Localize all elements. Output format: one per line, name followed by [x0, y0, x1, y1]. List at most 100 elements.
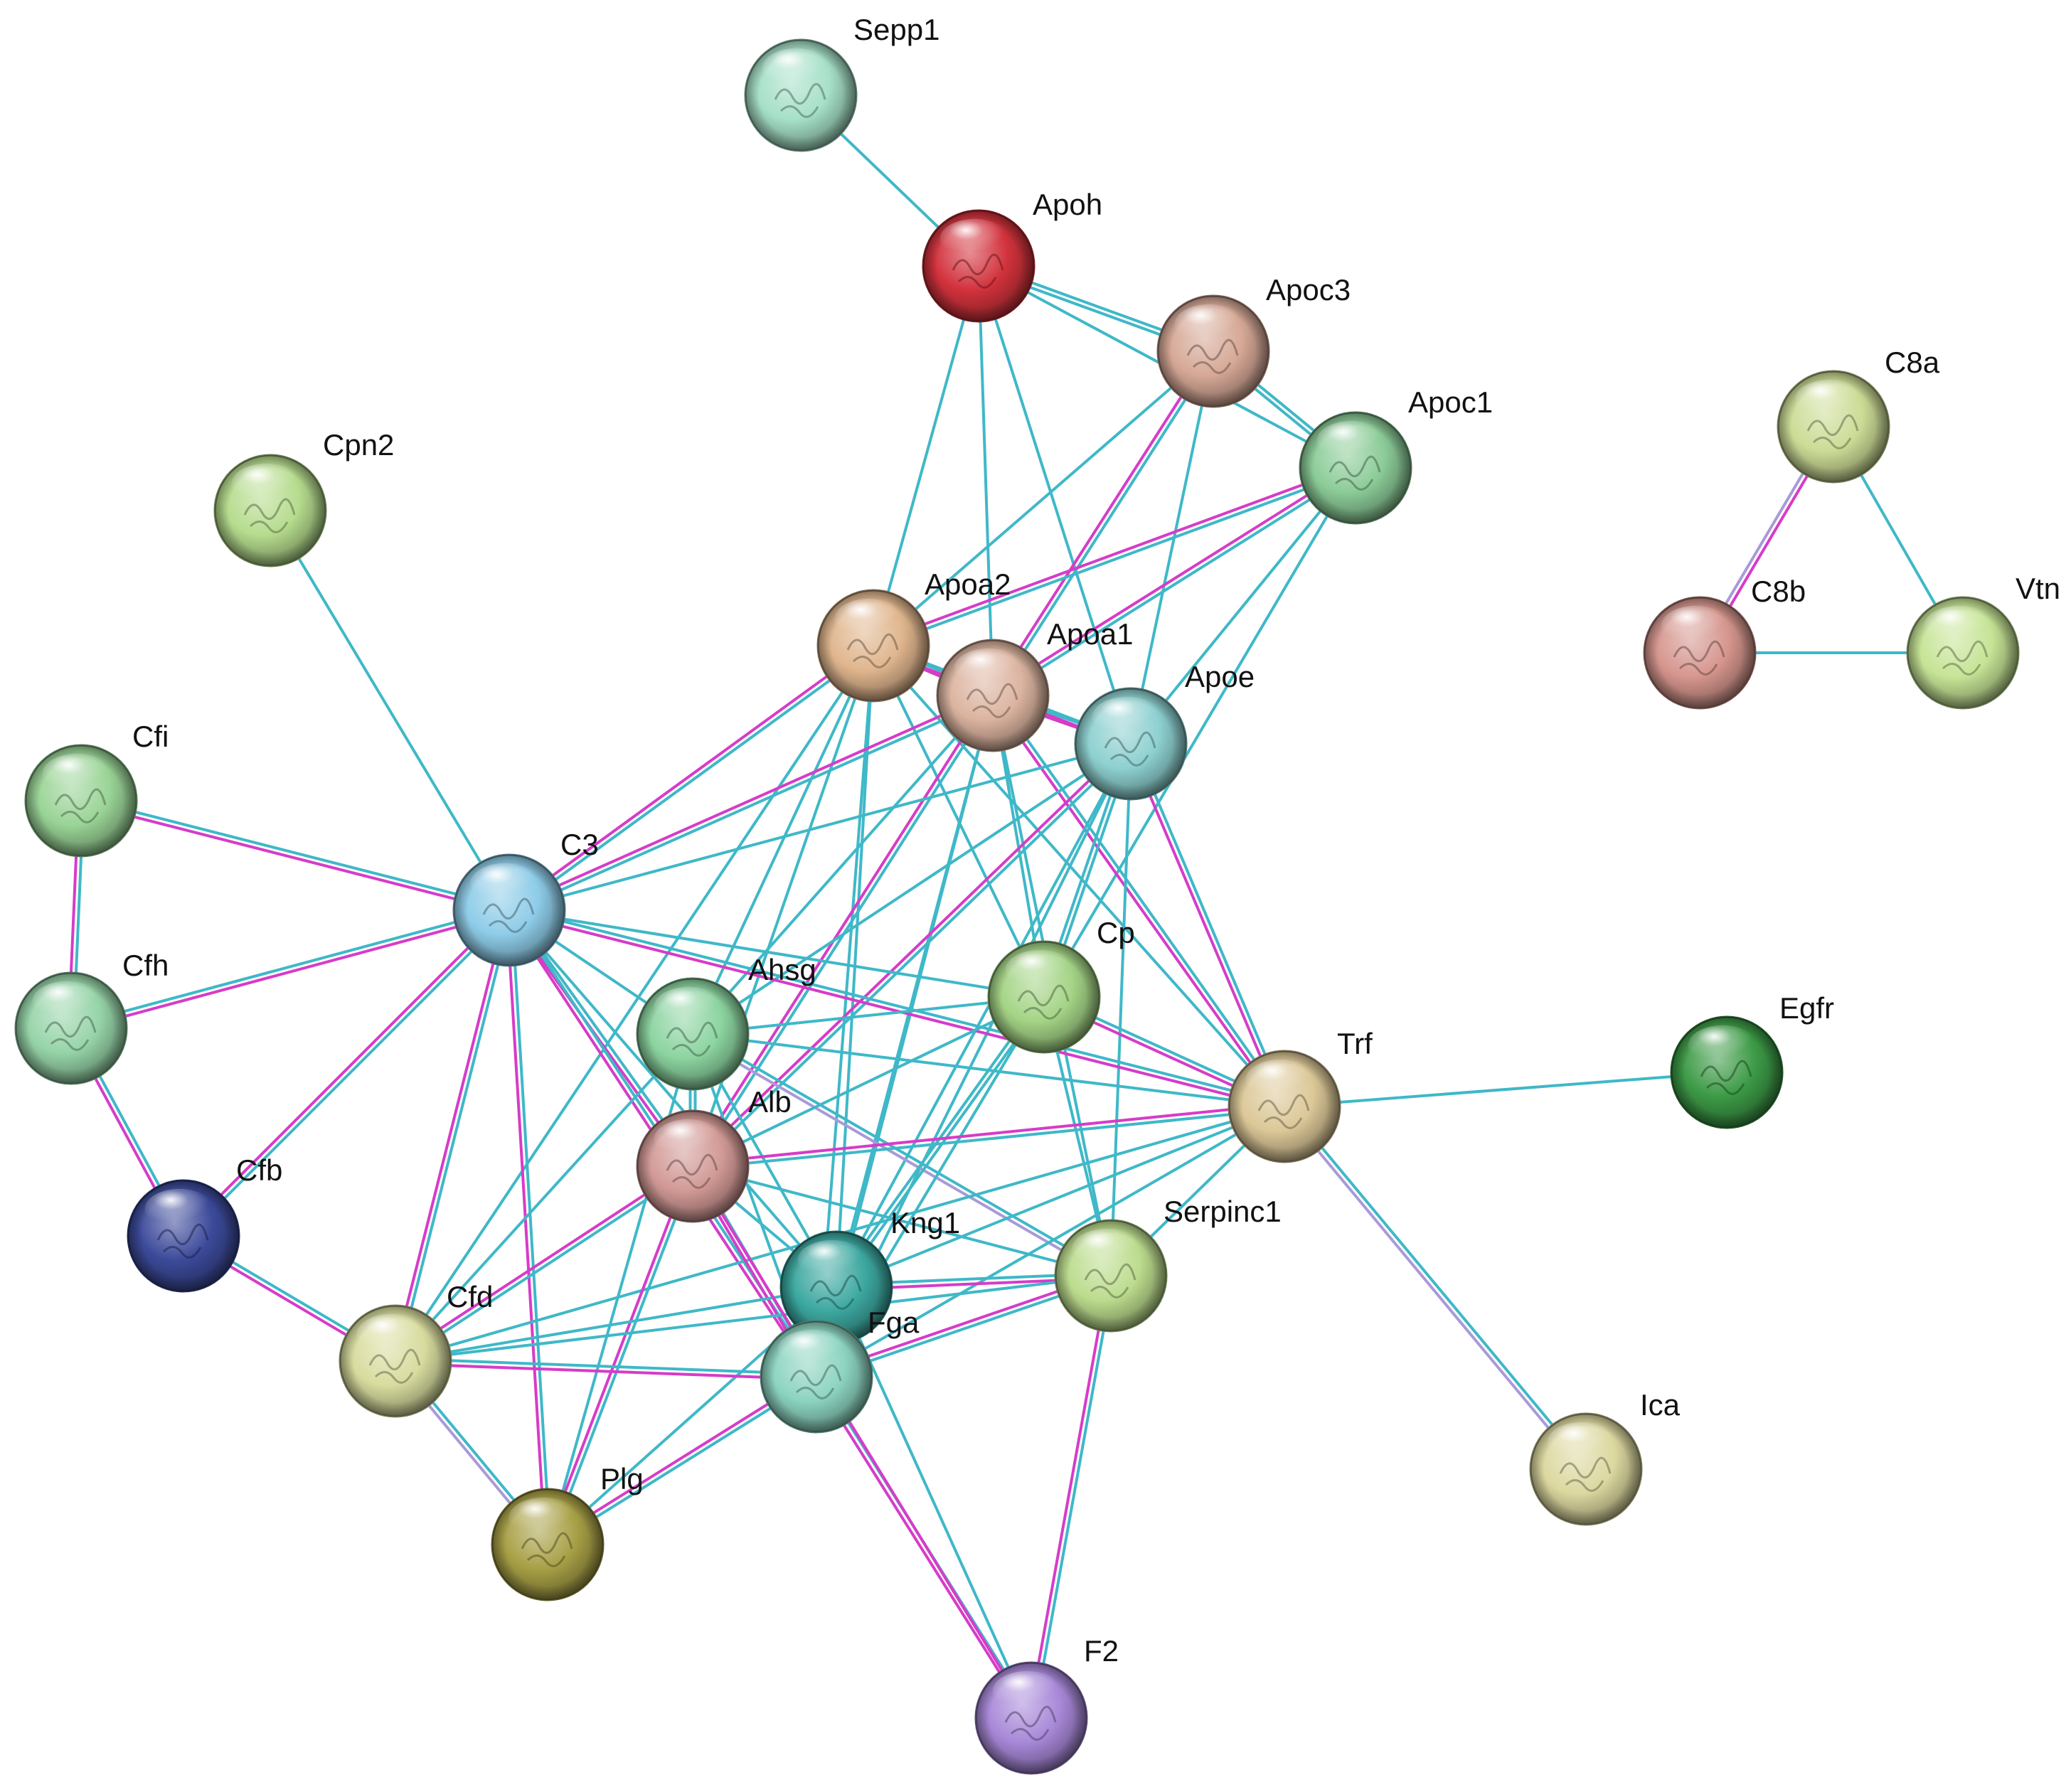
node-apoa2[interactable]: Apoa2: [816, 567, 1011, 703]
edge-line-cyan: [1032, 1274, 1115, 1720]
edge-line-cyan: [548, 1166, 697, 1547]
edge-line-cyan: [509, 646, 877, 914]
node-vtn[interactable]: Vtn: [1906, 572, 2060, 710]
edge-line-cyan: [508, 909, 838, 1289]
edge-trf-ica: [1281, 1103, 1590, 1473]
node-c3[interactable]: C3: [452, 828, 599, 967]
edge-line-cyan: [691, 996, 1045, 1168]
edge-line-cyan: [1129, 350, 1215, 745]
node-plg[interactable]: Plg: [491, 1462, 644, 1601]
edge-cp-alb: [691, 996, 1045, 1168]
node-apoc1[interactable]: Apoc1: [1299, 385, 1493, 525]
edge-apoc3-apoe: [1129, 350, 1215, 745]
edge-alb-serpinc1: [691, 1165, 1112, 1277]
edge-line-cyan: [691, 996, 1045, 1035]
edge-apoa1-trf: [989, 692, 1288, 1110]
node-cp[interactable]: Cp: [987, 916, 1135, 1054]
edge-line-cyan: [993, 692, 1288, 1106]
node-label-c8b: C8b: [1751, 575, 1806, 608]
node-highlight: [1245, 1059, 1315, 1100]
edge-line-cyan: [396, 909, 513, 1363]
node-highlight: [1547, 1422, 1617, 1463]
node-c8a[interactable]: C8a: [1777, 346, 1940, 484]
edge-cfh-c3: [69, 906, 511, 1033]
edge-ahsg-serpinc1: [690, 1030, 1114, 1280]
node-cfd[interactable]: Cfd: [339, 1280, 493, 1418]
node-apoe[interactable]: Apoe: [1074, 660, 1255, 801]
node-highlight: [762, 48, 831, 89]
edge-c3-cp: [508, 909, 1045, 998]
edge-line-cyan: [693, 744, 1134, 1170]
node-label-cfi: Cfi: [132, 720, 169, 753]
node-kng1[interactable]: Kng1: [779, 1206, 960, 1344]
edge-line-magenta: [391, 908, 509, 1362]
node-label-c3: C3: [560, 828, 599, 861]
edge-serpinc1-cfd: [394, 1274, 1112, 1362]
node-highlight: [1661, 605, 1730, 646]
edge-line-cyan: [1043, 466, 1357, 998]
edge-line-cyan: [835, 1105, 1286, 1289]
edge-apoe-trf: [1127, 741, 1289, 1109]
node-fga[interactable]: Fga: [760, 1306, 920, 1434]
edge-apoe-serpinc1: [1109, 742, 1132, 1277]
node-apoh[interactable]: Apoh: [922, 188, 1102, 323]
edge-line-cyan: [183, 910, 513, 1239]
node-highlight: [1072, 1228, 1141, 1269]
node-highlight: [834, 598, 904, 639]
edge-line-cyan: [873, 469, 1358, 650]
node-highlight: [509, 1497, 578, 1538]
node-label-plg: Plg: [600, 1462, 644, 1495]
edge-line-cyan: [815, 1105, 1286, 1378]
edge-line-cyan: [977, 265, 1132, 745]
node-label-egfr: Egfr: [1779, 991, 1834, 1025]
edge-line-magenta: [689, 693, 993, 1167]
edge-apoa1-c3: [506, 691, 996, 914]
edge-apoa2-c3: [506, 642, 877, 914]
node-sepp1[interactable]: Sepp1: [744, 13, 939, 152]
edge-alb-cfd: [393, 1163, 696, 1365]
node-f2[interactable]: F2: [974, 1634, 1119, 1775]
edge-line-cyan: [992, 468, 1358, 699]
edge-cfd-fga: [393, 1357, 819, 1381]
node-label-alb: Alb: [748, 1085, 792, 1119]
edge-apoe-alb: [689, 740, 1134, 1170]
edge-line-cyan: [872, 265, 980, 647]
node-apoa1[interactable]: Apoa1: [936, 617, 1133, 752]
node-alb[interactable]: Alb: [636, 1085, 792, 1223]
node-highlight: [1174, 304, 1244, 345]
edge-line-cyan: [1109, 742, 1132, 1277]
edge-line-lavender: [690, 1035, 1112, 1280]
edge-line-cyan: [691, 694, 994, 1035]
node-ica[interactable]: Ica: [1529, 1388, 1681, 1526]
node-highlight: [939, 218, 1009, 260]
edge-line-magenta: [1027, 1274, 1110, 1719]
node-cfh[interactable]: Cfh: [14, 949, 169, 1085]
edge-line-cyan: [394, 1357, 819, 1376]
node-highlight: [1794, 379, 1864, 420]
node-label-cfb: Cfb: [236, 1153, 282, 1187]
edge-c3-trf: [507, 906, 1287, 1111]
edge-ahsg-cp: [691, 996, 1045, 1035]
node-ahsg[interactable]: Ahsg: [636, 953, 816, 1091]
edge-line-cyan: [269, 509, 511, 912]
node-highlight: [356, 1313, 426, 1355]
node-c8b[interactable]: C8b: [1643, 575, 1806, 710]
edge-line-magenta: [691, 1165, 1033, 1719]
edge-apoa2-ahsg: [691, 644, 875, 1035]
node-egfr[interactable]: Egfr: [1670, 991, 1834, 1129]
edge-c3-cfd: [391, 908, 513, 1363]
node-apoc3[interactable]: Apoc3: [1156, 273, 1351, 408]
node-cfi[interactable]: Cfi: [24, 720, 169, 858]
node-cpn2[interactable]: Cpn2: [213, 428, 394, 567]
edge-line-cyan: [394, 1033, 694, 1362]
edge-line-cyan: [394, 1274, 1112, 1362]
edge-line-cyan: [833, 993, 1044, 1287]
node-trf[interactable]: Trf: [1228, 1027, 1373, 1163]
edge-kng1-cfd: [394, 1286, 838, 1362]
node-cfb[interactable]: Cfb: [127, 1153, 282, 1293]
edge-line-magenta: [180, 907, 509, 1236]
edge-apoa2-cfd: [394, 644, 875, 1362]
edge-line-magenta: [393, 1163, 693, 1361]
edge-apoc1-apoe: [1129, 466, 1357, 745]
node-serpinc1[interactable]: Serpinc1: [1054, 1195, 1282, 1333]
